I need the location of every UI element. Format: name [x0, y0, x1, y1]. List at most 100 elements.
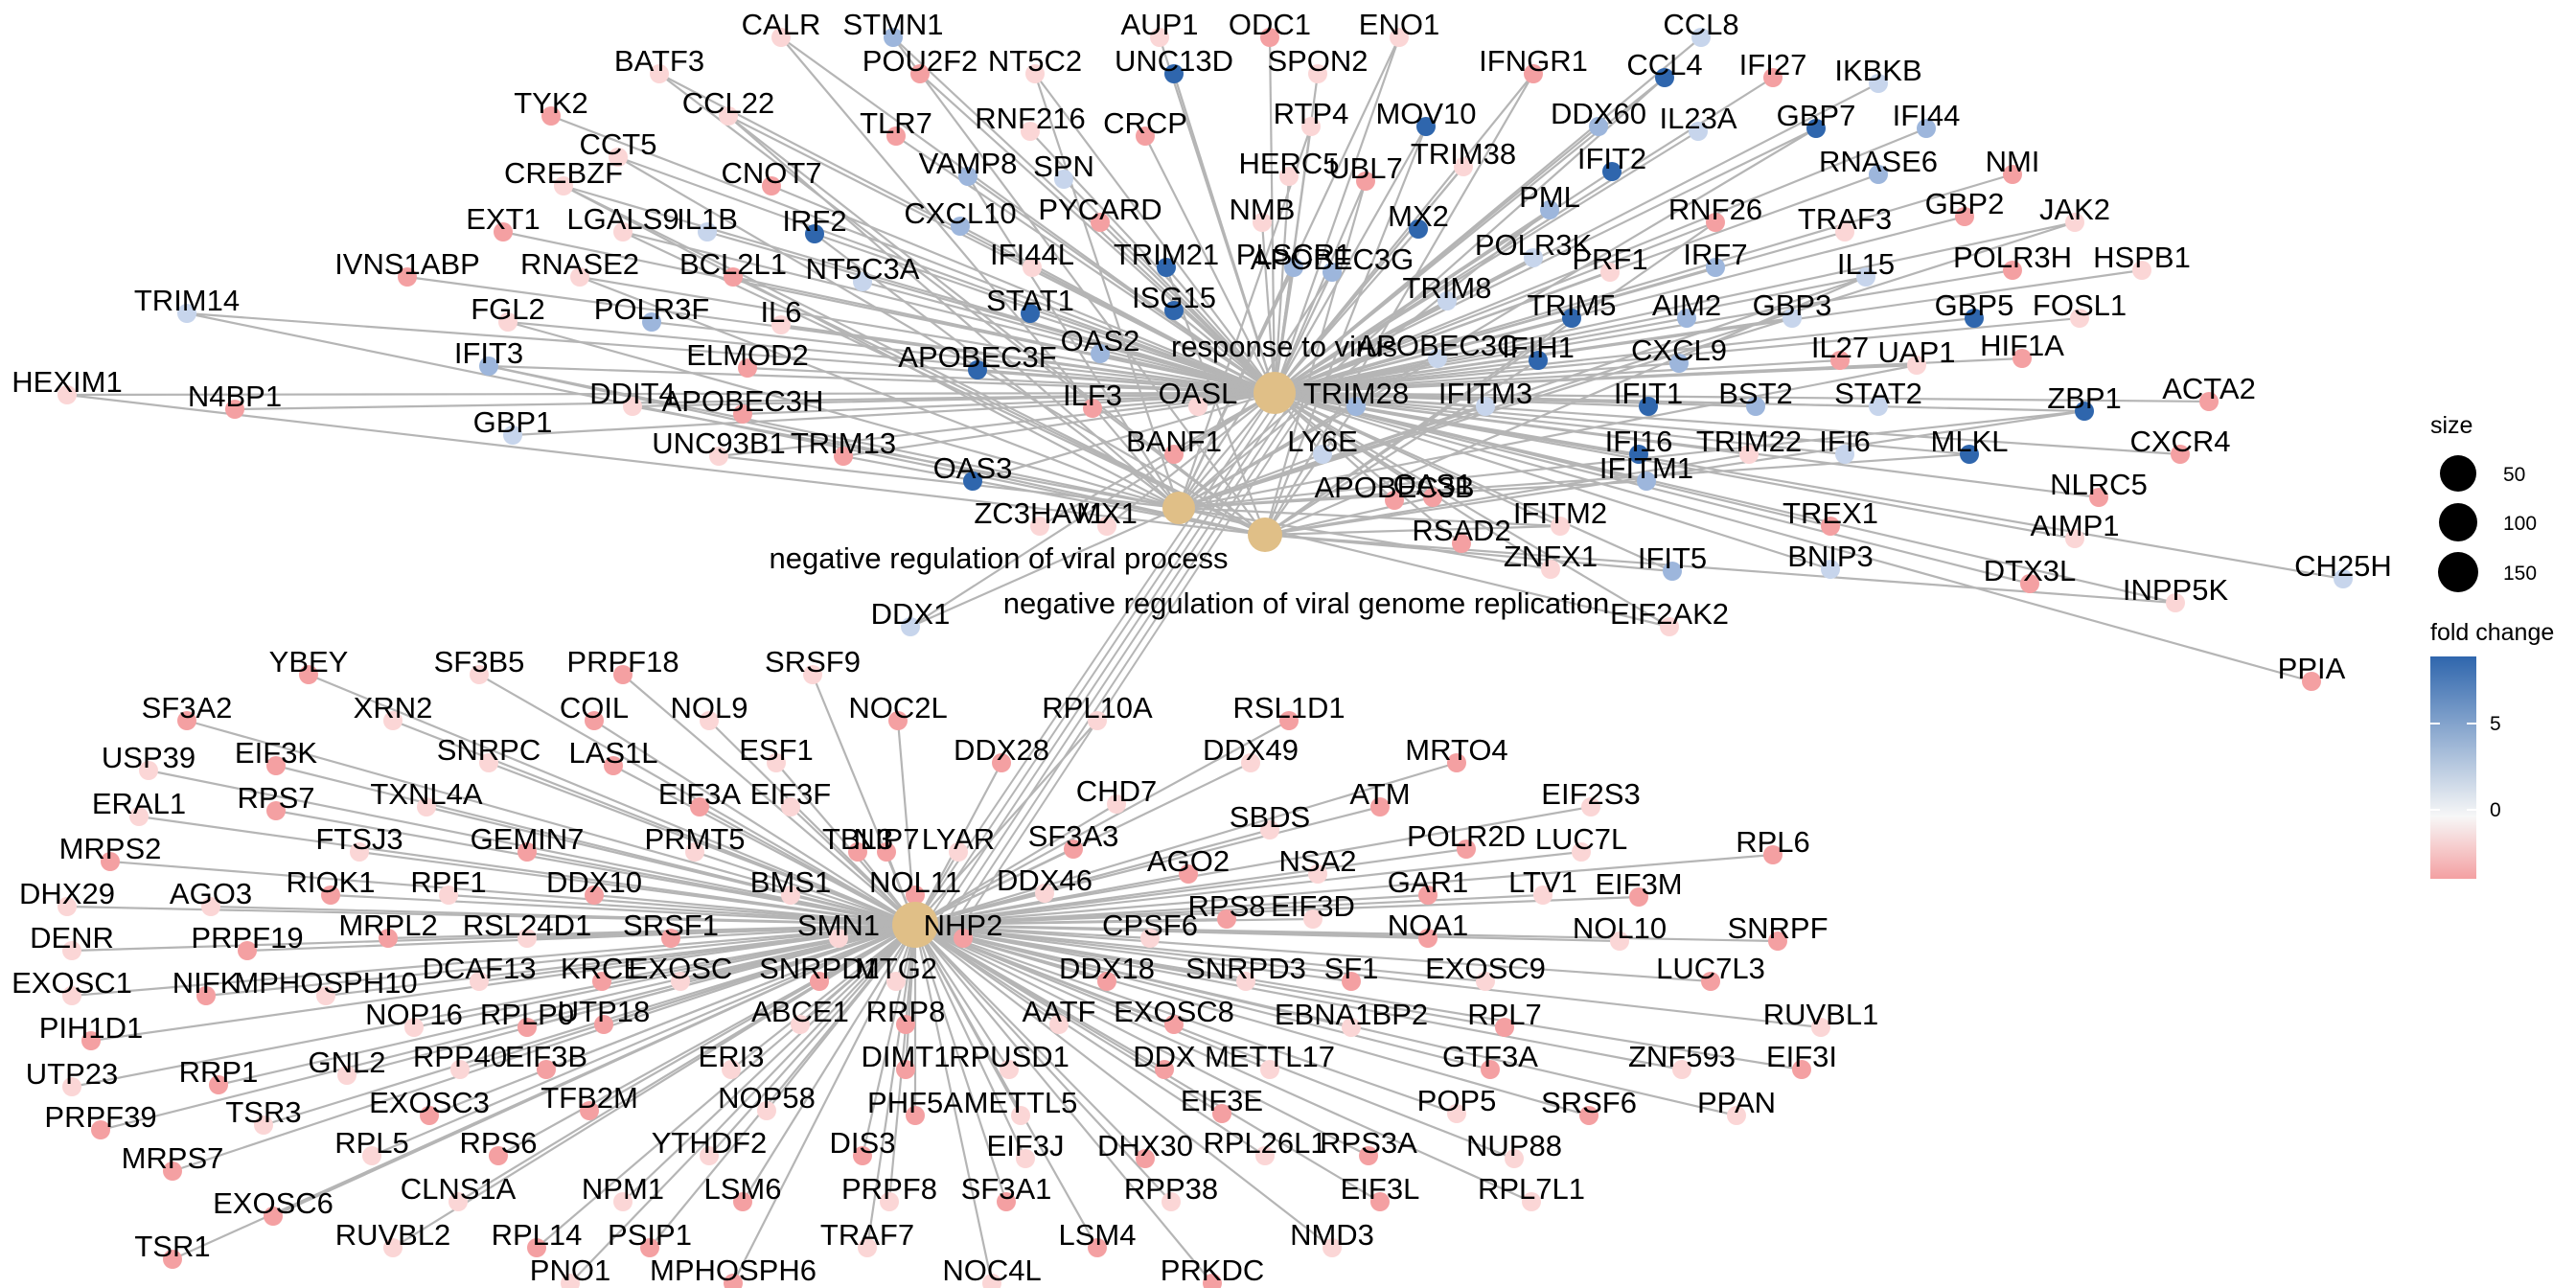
gene-node-hspb1 [2132, 261, 2151, 280]
edge-rps3a-ribosome-biogenesis [914, 924, 1369, 1157]
gene-label-eri3: ERI3 [699, 1040, 765, 1073]
gene-node-nmd3 [1322, 1238, 1342, 1257]
gene-node-trim5 [1562, 309, 1581, 328]
gene-node-srsf1 [661, 929, 680, 948]
gene-label-lsm6: LSM6 [704, 1172, 782, 1206]
gene-node-ddx18 [1097, 972, 1116, 991]
edge-eif3j-ribosome-biogenesis [914, 924, 1026, 1160]
edge-ifi44l-response-to-virus [1031, 266, 1276, 394]
gene-label-nmb: NMB [1230, 193, 1296, 226]
edge-esf1-ribosome-biogenesis [775, 762, 916, 926]
gene-node-apobec3h [733, 404, 752, 424]
gene-node-oas2 [1091, 344, 1110, 363]
gene-label-eif3b: EIF3B [505, 1040, 587, 1073]
gene-node-rps8 [1217, 909, 1236, 929]
gene-label-rsad2: RSAD2 [1412, 514, 1510, 547]
gene-node-ifi16 [1629, 445, 1648, 464]
gene-label-ivns1abp: IVNS1ABP [334, 247, 480, 281]
gene-node-eif2s3 [1581, 797, 1600, 816]
gene-label-gnl2: GNL2 [309, 1046, 386, 1079]
gene-label-ccl4: CCL4 [1626, 48, 1702, 81]
edge-ftsj3-ribosome-biogenesis [358, 850, 916, 927]
gene-label-nifk: NIFK [172, 966, 241, 1000]
edge-apobec3f-response-to-virus [977, 368, 1276, 395]
edge-znf593-ribosome-biogenesis [914, 923, 1683, 1071]
gene-label-fgl2: FGL2 [471, 292, 545, 326]
gene-label-fosl1: FOSL1 [2033, 288, 2127, 322]
edge-bcl2l1-negative-regulation-of-viral-genome-replication [732, 276, 1266, 536]
gene-label-apobec3b: APOBEC3B [1314, 471, 1474, 504]
gene-node-oas1 [1423, 488, 1442, 507]
gene-node-il15 [1856, 267, 1875, 287]
edge-bridge-0 [914, 392, 1276, 926]
gene-node-psip1 [640, 1238, 659, 1257]
gene-label-eno1: ENO1 [1359, 8, 1439, 41]
edge-plscr1-response-to-virus [1273, 266, 1296, 394]
gene-node-bcl2l1 [724, 267, 743, 287]
gene-label-nol10: NOL10 [1573, 911, 1667, 945]
gene-label-ifi16: IFI16 [1605, 425, 1673, 458]
edge-crcp-response-to-virus [1144, 135, 1276, 394]
gene-label-chd7: CHD7 [1076, 774, 1157, 808]
gene-node-elmod2 [738, 358, 757, 378]
gene-label-txnl4a: TXNL4A [370, 777, 482, 811]
gene-node-eif3k [266, 756, 286, 775]
gene-node-dhx30 [1136, 1149, 1155, 1168]
gene-node-rps7 [266, 801, 286, 820]
gene-node-herc5 [1279, 167, 1299, 186]
gene-node-rpl5 [362, 1146, 381, 1165]
gene-node-atm [1370, 797, 1390, 816]
gene-node-spn [1054, 170, 1073, 189]
edge-il23a-response-to-virus [1274, 130, 1699, 394]
gene-node-mrps2 [101, 852, 120, 871]
edge-irf2-response-to-virus [814, 232, 1276, 395]
gene-node-rnase2 [570, 267, 589, 287]
gene-node-rpp40 [450, 1060, 470, 1079]
gene-node-tlr7 [886, 126, 906, 146]
gene-node-plscr1 [1284, 258, 1303, 277]
gene-label-rpp40: RPP40 [413, 1040, 507, 1073]
gene-label-eif3f: EIF3F [750, 777, 831, 811]
gene-node-riok1 [321, 886, 340, 905]
gene-node-ddx1 [901, 617, 920, 636]
gene-label-trim5: TRIM5 [1528, 288, 1617, 322]
gene-node-oasl [1188, 397, 1208, 416]
gene-label-tyk2: TYK2 [514, 86, 588, 120]
gene-node-sbds [1260, 820, 1279, 840]
edge-fgl2-negative-regulation-of-viral-process [507, 320, 1180, 510]
edge-nol9-ribosome-biogenesis [708, 720, 916, 926]
edge-ifit5-response-to-virus [1274, 391, 1673, 573]
gene-label-bst2: BST2 [1718, 377, 1793, 410]
edge-mlkl-response-to-virus [1274, 391, 1970, 456]
gene-node-polr3f [642, 312, 661, 332]
gene-label-mettl5: METTL5 [964, 1086, 1078, 1119]
gene-node-rnase6 [1869, 165, 1888, 184]
gene-label-ddit4: DDIT4 [589, 377, 676, 410]
gene-node-clns1a [448, 1192, 468, 1211]
gene-node-eno1 [1390, 28, 1409, 47]
gene-label-ifi6: IFI6 [1819, 425, 1870, 458]
edge-riok1-ribosome-biogenesis [330, 893, 916, 927]
gene-label-exosc: EXOSC [629, 952, 733, 985]
gene-node-eif3d [1303, 909, 1322, 929]
gene-label-spn: SPN [1033, 150, 1094, 183]
gene-node-prpf39 [91, 1120, 110, 1139]
edge-fgl2-response-to-virus [507, 320, 1276, 395]
edge-polr3h-response-to-virus [1274, 268, 2013, 395]
gene-node-ifi44 [1917, 119, 1936, 138]
gene-label-ddx10: DDX10 [546, 865, 642, 899]
edge-psip1-ribosome-biogenesis [649, 924, 916, 1249]
color-legend-title: fold change [2430, 619, 2554, 646]
gene-label-ext1: EXT1 [466, 202, 540, 236]
gene-node-fosl1 [2070, 309, 2089, 328]
gene-label-nlrc5: NLRC5 [2050, 468, 2148, 501]
gene-label-npm1: NPM1 [582, 1172, 664, 1206]
gene-node-ikbkb [1869, 74, 1888, 93]
gene-node-zc3hav1 [1030, 517, 1049, 536]
gene-node-ago2 [1179, 864, 1198, 884]
gene-node-ilf3 [1083, 399, 1102, 418]
edge-sf3a3-ribosome-biogenesis [914, 848, 1074, 926]
gene-node-srsf9 [803, 665, 822, 684]
gene-label-utp23: UTP23 [26, 1057, 118, 1091]
gene-label-ddx49: DDX49 [1203, 733, 1299, 767]
